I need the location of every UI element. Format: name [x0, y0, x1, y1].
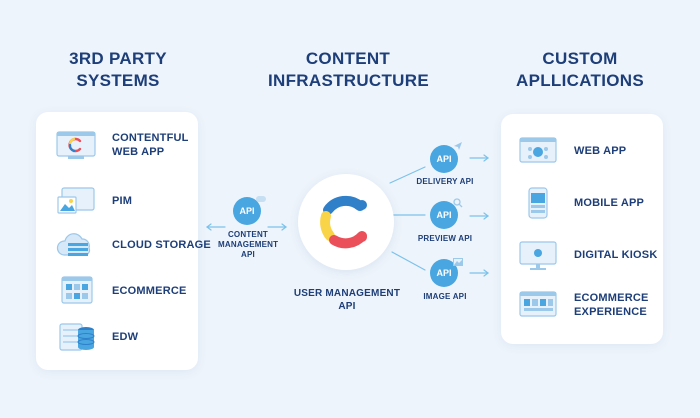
- caption-line: USER MANAGEMENT: [293, 288, 401, 299]
- image-api-label: IMAGE API: [423, 292, 467, 301]
- ecommerce-experience-icon: [514, 288, 562, 322]
- caption-line: MANAGEMENT: [218, 240, 279, 249]
- right-item-label: ECOMMERCE EXPERIENCE: [574, 291, 649, 319]
- heading-line: INFRASTRUCTURE: [268, 71, 429, 90]
- label-line: ECOMMERCE: [574, 292, 649, 304]
- content-management-api-label: CONTENT MANAGEMENT API: [218, 230, 278, 260]
- right-item-label: WEB APP: [574, 144, 626, 158]
- caption-line: API: [338, 301, 356, 312]
- right-item-label: DIGITAL KIOSK: [574, 248, 657, 262]
- api-badge-text: API: [239, 206, 255, 216]
- mobile-app-icon: [514, 186, 562, 220]
- heading-line: APLLICATIONS: [516, 71, 644, 90]
- right-item-web-app: WEB APP: [514, 134, 626, 168]
- right-item-label: MOBILE APP: [574, 196, 644, 210]
- heading-third-party: 3RD PARTY SYSTEMS: [58, 48, 178, 92]
- left-item-label: CLOUD STORAGE: [112, 238, 211, 252]
- kiosk-icon: [514, 238, 562, 272]
- magnifier-icon: [453, 198, 463, 208]
- heading-line: CONTENT: [305, 49, 391, 68]
- label-line: EXPERIENCE: [574, 306, 647, 318]
- content-management-api-badge: API: [233, 197, 261, 225]
- contentful-logo-icon: [320, 195, 367, 249]
- cloud-small-icon: [256, 196, 266, 202]
- user-management-api-label: USER MANAGEMENT API: [292, 287, 402, 313]
- cloud-storage-icon: [52, 228, 100, 262]
- label-line: DIGITAL KIOSK: [574, 249, 658, 261]
- label-line: ECOMMERCE: [112, 285, 187, 297]
- left-item-contentful: CONTENTFUL WEB APP: [52, 128, 189, 162]
- contentful-logo-circle: [298, 174, 394, 270]
- left-item-cloud-storage: CLOUD STORAGE: [52, 228, 211, 262]
- database-icon: [52, 320, 100, 354]
- api-badge-text: API: [436, 268, 452, 278]
- caption-line: CONTENT: [227, 230, 269, 239]
- delivery-api-label: DELIVERY API: [416, 177, 474, 186]
- pim-icon: [52, 184, 100, 218]
- heading-line: SYSTEMS: [76, 71, 160, 90]
- heading-content-infrastructure: CONTENT INFRASTRUCTURE: [268, 48, 429, 92]
- api-badge-text: API: [436, 154, 452, 164]
- left-item-pim: PIM: [52, 184, 132, 218]
- left-item-ecommerce: ECOMMERCE: [52, 274, 187, 308]
- ecommerce-icon: [52, 274, 100, 308]
- label-line: EDW: [112, 331, 139, 343]
- preview-api-label: PREVIEW API: [417, 234, 473, 243]
- right-item-digital-kiosk: DIGITAL KIOSK: [514, 238, 657, 272]
- preview-api-badge: API: [430, 201, 458, 229]
- label-line: MOBILE APP: [574, 197, 645, 209]
- heading-custom-applications: CUSTOM APLLICATIONS: [510, 48, 650, 92]
- api-badge-text: API: [436, 210, 452, 220]
- left-item-label: PIM: [112, 194, 132, 208]
- label-line: CONTENTFUL: [112, 132, 189, 144]
- image-small-icon: [453, 258, 463, 266]
- right-item-ecommerce-experience: ECOMMERCE EXPERIENCE: [514, 288, 649, 322]
- left-item-label: ECOMMERCE: [112, 284, 187, 298]
- caption-line: API: [241, 250, 255, 259]
- heading-line: 3RD PARTY: [69, 49, 167, 68]
- label-line: WEB APP: [574, 145, 627, 157]
- contentful-webapp-icon: [52, 128, 100, 162]
- delivery-api-badge: API: [430, 145, 458, 173]
- paper-plane-icon: [454, 142, 462, 150]
- label-line: CLOUD STORAGE: [112, 239, 211, 251]
- label-line: WEB APP: [112, 146, 165, 158]
- left-item-edw: EDW: [52, 320, 138, 354]
- label-line: PIM: [112, 195, 133, 207]
- right-item-mobile-app: MOBILE APP: [514, 186, 644, 220]
- left-item-label: EDW: [112, 330, 138, 344]
- web-app-icon: [514, 134, 562, 168]
- heading-line: CUSTOM: [542, 49, 618, 68]
- left-item-label: CONTENTFUL WEB APP: [112, 131, 189, 159]
